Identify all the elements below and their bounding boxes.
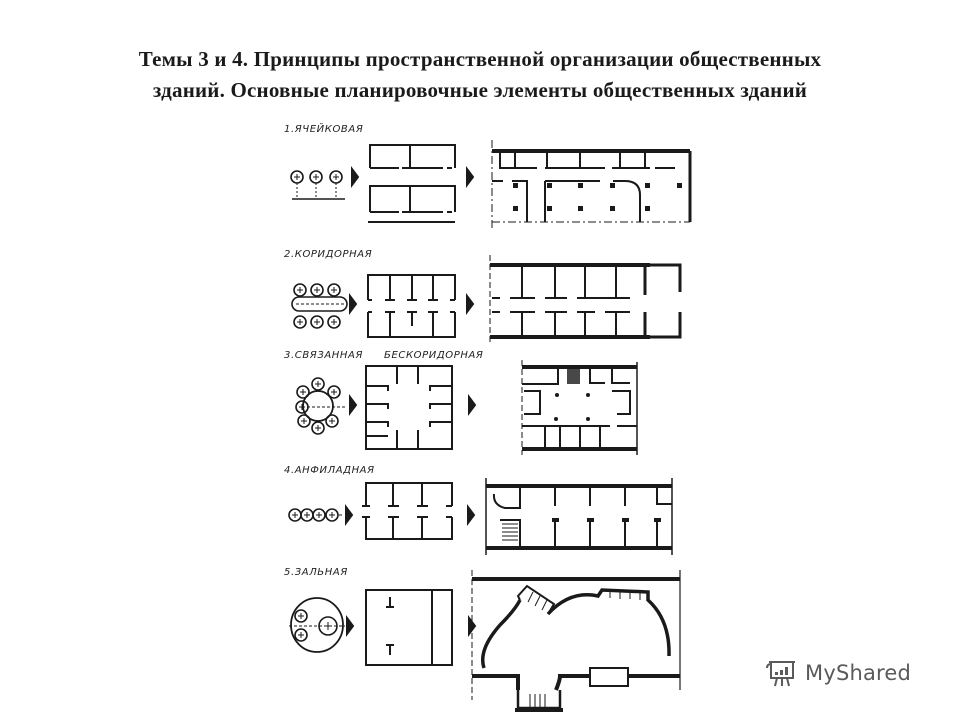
scheme-1-schema (290, 170, 345, 200)
scheme-label-3: 3.связанная (284, 350, 364, 361)
scheme-1-simplified-plan (368, 144, 456, 223)
title-line-1: Темы 3 и 4. Принципы пространственной ор… (138, 47, 822, 71)
scheme-3-floor-plan (521, 360, 638, 455)
watermark: MyShared (765, 658, 911, 688)
scheme-1-floor-plan (491, 140, 692, 228)
scheme-2-simplified-plan (367, 274, 456, 338)
scheme-2-floor-plan (489, 255, 682, 345)
scheme-4-schema (288, 508, 342, 522)
slide-title: Темы 3 и 4. Принципы пространственной ор… (40, 44, 920, 106)
scheme-5-floor-plan (471, 570, 681, 712)
scheme-sublabel-3: бескоридорная (384, 350, 484, 361)
scheme-label-4: 4.анфиладная (284, 465, 375, 476)
scheme-4-simplified-plan (362, 482, 453, 540)
scheme-5-simplified-plan (365, 589, 453, 666)
scheme-label-2: 2.коридорная (284, 249, 373, 260)
watermark-text: MyShared (805, 661, 912, 685)
scheme-label-5: 5.зальная (284, 567, 348, 578)
scheme-3-simplified-plan (365, 365, 453, 450)
scheme-4-floor-plan (485, 478, 673, 555)
presentation-board-icon (766, 661, 795, 687)
scheme-label-1: 1.ячейковая (284, 124, 364, 135)
title-line-2: зданий. Основные планировочные элементы … (152, 78, 808, 102)
scheme-3-schema (295, 377, 345, 435)
scheme-5-schema (289, 597, 345, 653)
scheme-2-schema (291, 283, 348, 329)
